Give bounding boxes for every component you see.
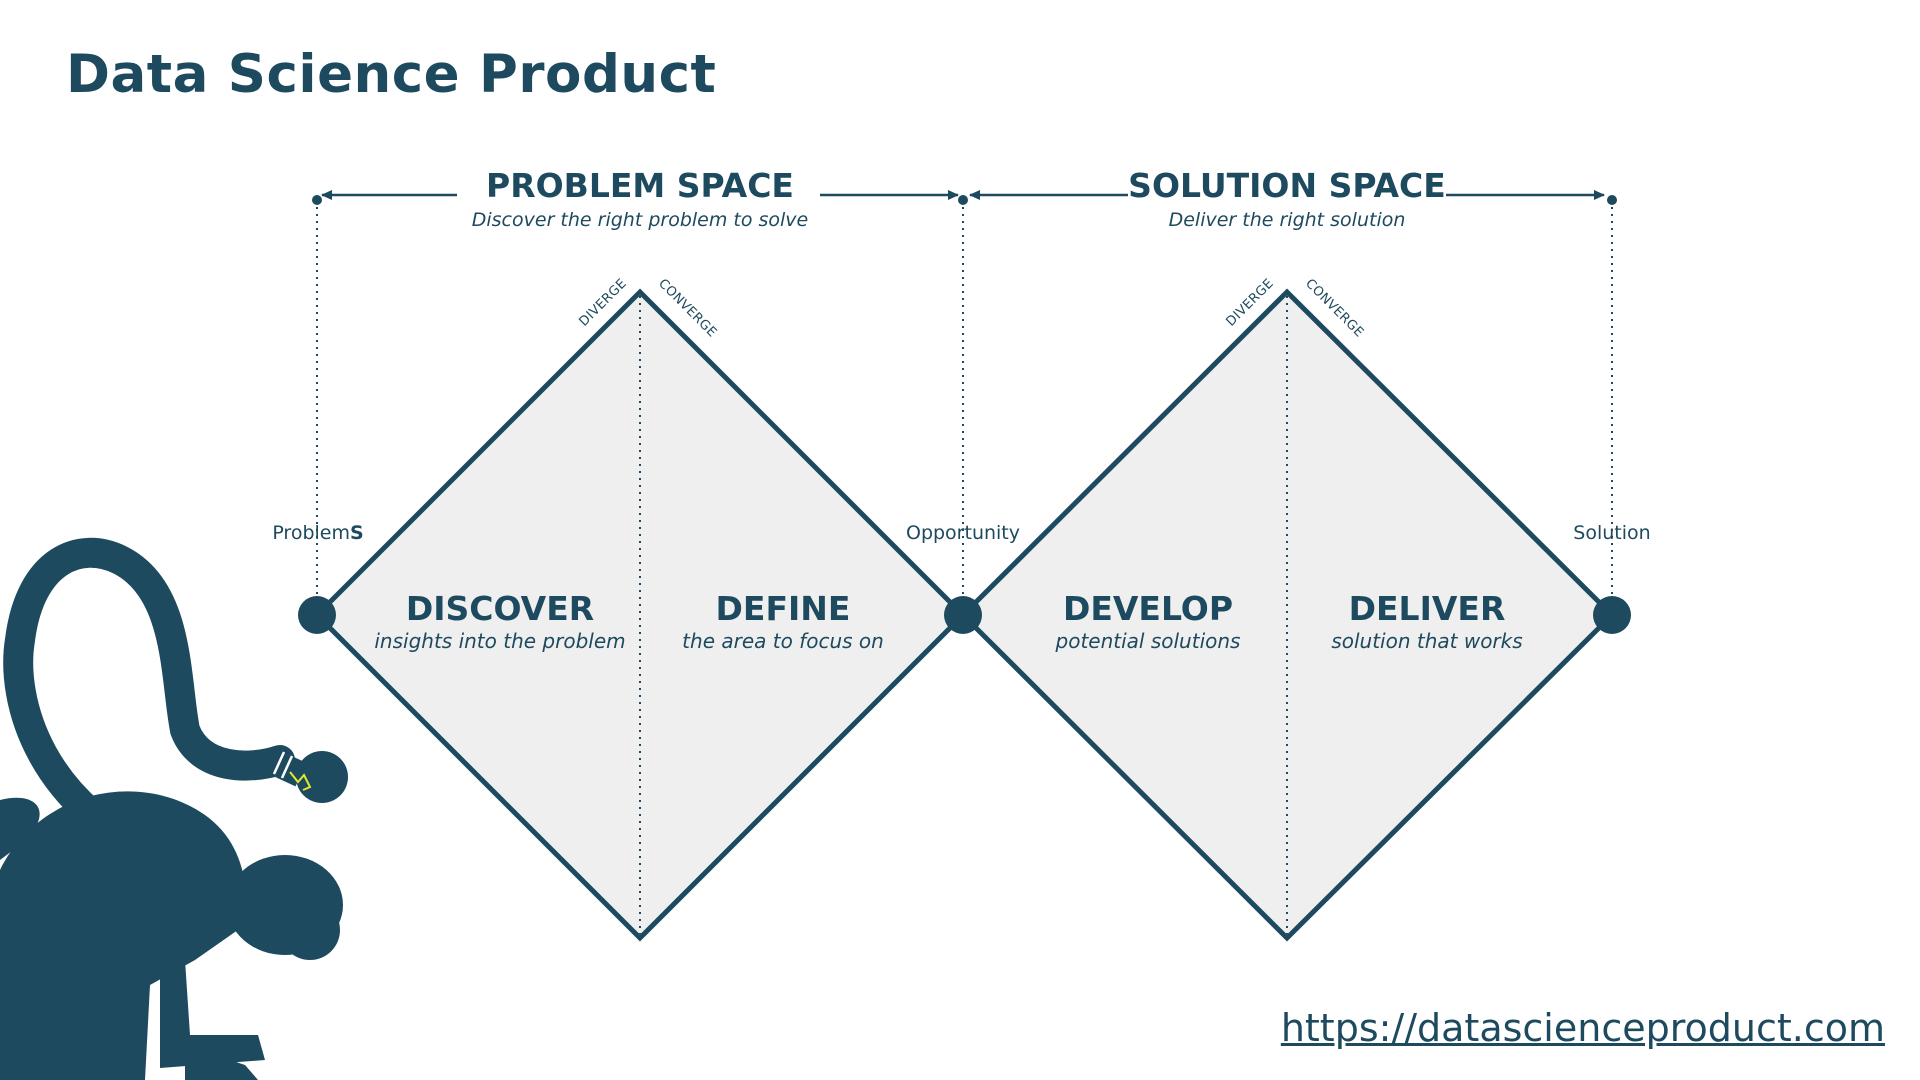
solution-space-title: SOLUTION SPACE [1128,166,1446,205]
monkey-logo-icon [0,537,343,1080]
page-title: Data Science Product [66,44,717,105]
discover-title: DISCOVER [406,589,594,628]
develop-title: DEVELOP [1063,589,1233,628]
solution-space-subtitle: Deliver the right solution [1169,209,1406,231]
develop-subtitle: potential solutions [1055,629,1241,653]
solution-top-dot [1607,195,1617,205]
opportunity-node [944,596,982,634]
opportunity-top-dot [958,195,968,205]
problems-label-suffix: S [350,522,364,544]
website-link[interactable]: https://datascienceproduct.com [1280,1006,1885,1050]
problem-space-title: PROBLEM SPACE [486,166,794,205]
discover-subtitle: insights into the problem [374,629,625,653]
define-subtitle: the area to focus on [682,629,884,653]
problem-space-subtitle: Discover the right problem to solve [472,209,809,231]
deliver-subtitle: solution that works [1331,629,1522,653]
problems-label-prefix: Problem [272,522,350,544]
lightbulb-icon [272,751,348,803]
problems-top-dot [312,195,322,205]
opportunity-label: Opportunity [906,522,1020,544]
problems-node [298,596,336,634]
solution-node [1593,596,1631,634]
define-title: DEFINE [716,589,851,628]
problems-label: ProblemS [272,522,363,544]
solution-label: Solution [1573,522,1650,544]
deliver-title: DELIVER [1349,589,1506,628]
